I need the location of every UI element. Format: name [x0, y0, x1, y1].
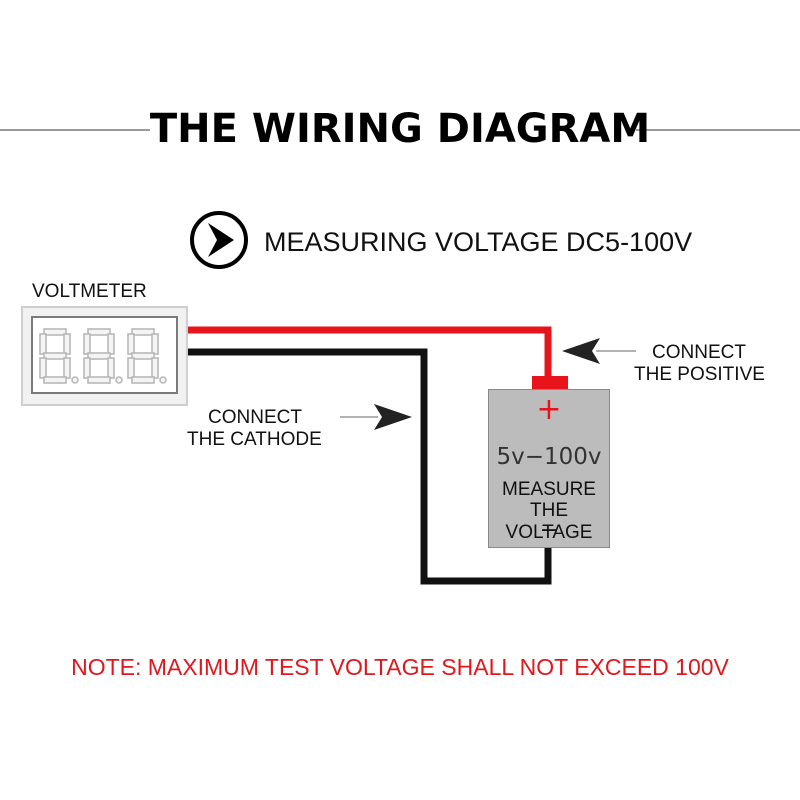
- digit-1: [39, 328, 79, 384]
- connect-cathode-line1: CONNECT: [208, 407, 302, 428]
- battery-text-line1: MEASURE: [502, 479, 596, 500]
- voltmeter-label: VOLTMETER: [32, 281, 147, 302]
- battery-body: [488, 389, 610, 548]
- max-voltage-note: NOTE: MAXIMUM TEST VOLTAGE SHALL NOT EXC…: [71, 654, 729, 680]
- connect-cathode-line2: THE CATHODE: [187, 429, 322, 450]
- play-arrow-icon: [190, 211, 248, 269]
- connect-positive-line1: CONNECT: [652, 342, 746, 363]
- battery-negative-symbol: −: [539, 518, 559, 543]
- battery-positive-terminal: [532, 376, 568, 389]
- battery-positive-symbol: +: [536, 392, 562, 427]
- negative-wire: [188, 348, 552, 585]
- subtitle-measuring-voltage: MEASURING VOLTAGE DC5-100V: [264, 227, 693, 257]
- digit-3: [127, 328, 167, 384]
- title-rule-left: [0, 129, 150, 131]
- digit-2: [83, 328, 123, 384]
- battery-voltage-range: 5v−100v: [496, 444, 602, 470]
- title-rule-right: [636, 129, 800, 131]
- arrow-left-icon: [562, 338, 636, 364]
- arrow-right-icon: [340, 404, 412, 430]
- battery-text-line2: THE: [530, 500, 568, 521]
- voltmeter-digits: [39, 328, 167, 384]
- connect-positive-line2: THE POSITIVE: [634, 364, 765, 385]
- battery-text-line3: VOLTAGE: [505, 522, 593, 543]
- diagram-title: THE WIRING DIAGRAM: [149, 106, 651, 152]
- positive-wire: [188, 326, 552, 378]
